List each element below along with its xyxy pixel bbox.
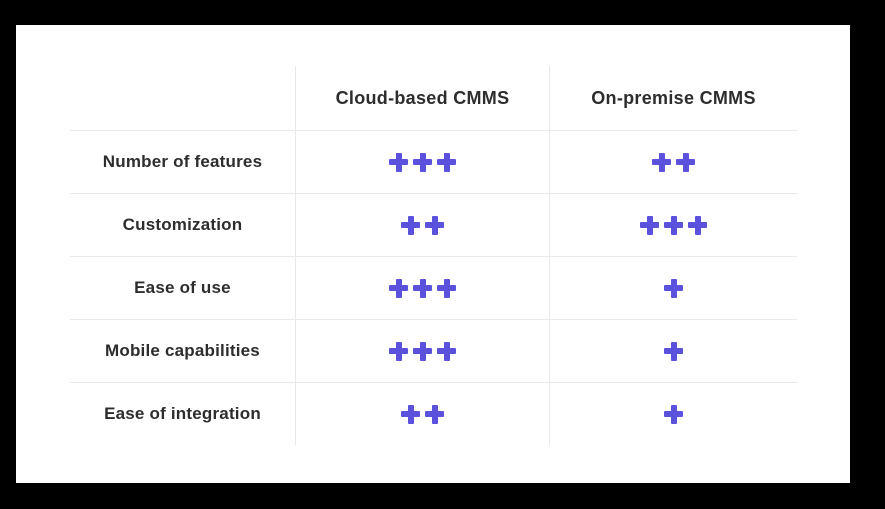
row-label: Mobile capabilities: [105, 341, 260, 360]
row-label: Ease of integration: [104, 404, 261, 423]
row-label: Customization: [122, 215, 243, 234]
table-header-row: Cloud-based CMMS On-premise CMMS: [70, 66, 797, 131]
cloud-rating-cell: [295, 383, 549, 445]
plus-icon: [413, 152, 432, 172]
onprem-rating-cell: [549, 320, 797, 382]
table-row: Mobile capabilities: [70, 320, 797, 383]
plus-icon: [664, 404, 683, 424]
row-label: Number of features: [102, 152, 263, 171]
plus-icon: [437, 278, 456, 298]
plus-icon: [425, 215, 444, 235]
plus-icon: [640, 215, 659, 235]
table-row: Number of features: [70, 131, 797, 194]
cloud-rating-cell: [295, 320, 549, 382]
cloud-rating-cell: [295, 131, 549, 193]
column-header-cloud-based-cmms: Cloud-based CMMS: [295, 66, 549, 130]
table-row: Ease of integration: [70, 383, 797, 445]
plus-icon: [652, 152, 671, 172]
plus-icon: [401, 215, 420, 235]
comparison-card: Cloud-based CMMS On-premise CMMS Number …: [16, 25, 850, 483]
plus-icon: [676, 152, 695, 172]
plus-icon: [664, 215, 683, 235]
onprem-rating-cell: [549, 383, 797, 445]
plus-icon: [413, 341, 432, 361]
plus-icon: [401, 404, 420, 424]
plus-icon: [389, 278, 408, 298]
row-label: Ease of use: [134, 278, 231, 297]
plus-icon: [664, 341, 683, 361]
cloud-rating-cell: [295, 194, 549, 256]
onprem-rating-cell: [549, 257, 797, 319]
plus-icon: [389, 341, 408, 361]
column-header-on-premise-cmms: On-premise CMMS: [549, 66, 797, 130]
plus-icon: [437, 152, 456, 172]
comparison-table: Cloud-based CMMS On-premise CMMS Number …: [70, 66, 797, 445]
plus-icon: [688, 215, 707, 235]
onprem-rating-cell: [549, 194, 797, 256]
plus-icon: [437, 341, 456, 361]
plus-icon: [413, 278, 432, 298]
plus-icon: [664, 278, 683, 298]
plus-icon: [425, 404, 444, 424]
cloud-rating-cell: [295, 257, 549, 319]
onprem-rating-cell: [549, 131, 797, 193]
header-empty-cell: [70, 66, 295, 130]
table-row: Ease of use: [70, 257, 797, 320]
table-row: Customization: [70, 194, 797, 257]
plus-icon: [389, 152, 408, 172]
